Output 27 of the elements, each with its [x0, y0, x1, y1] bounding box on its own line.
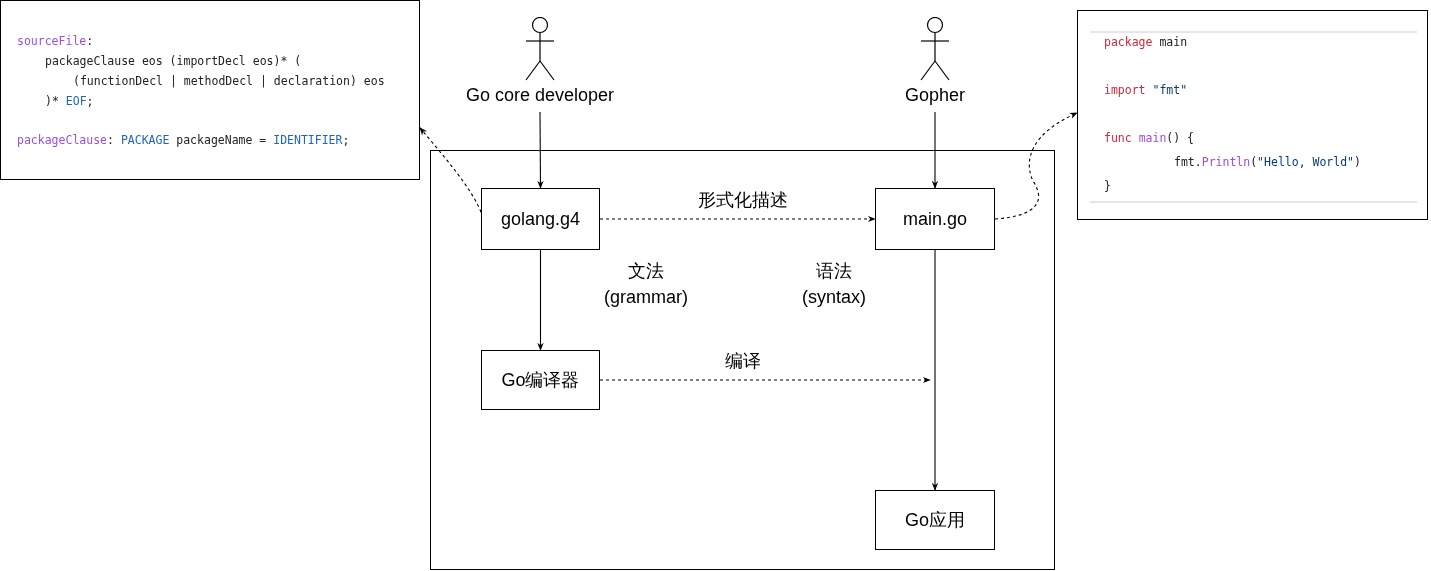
process-box: golang.g4: [481, 188, 600, 250]
code-line: }: [1104, 179, 1111, 193]
code-line: sourceFile:: [17, 34, 94, 48]
arrow: [599, 215, 876, 223]
arrow: [931, 249, 939, 491]
actor-label: Go core developer: [464, 85, 616, 106]
code-line: package main: [1104, 35, 1188, 49]
code-line: (functionDecl | methodDecl | declaration) eos: [73, 74, 385, 88]
code-line: packageClause: PACKAGE packageName = IDENTIFIER;: [17, 133, 350, 147]
code-line: func main() {: [1104, 131, 1195, 145]
process-box: Go应用: [875, 490, 995, 550]
process-box: main.go: [875, 188, 995, 250]
code-panel: [1077, 10, 1428, 220]
code-line: import "fmt": [1104, 83, 1188, 97]
arrow: [931, 111, 939, 189]
code-panel: [0, 0, 420, 180]
code-line: fmt.Println("Hello, World"): [1174, 155, 1361, 169]
frame-box: [430, 150, 1055, 570]
arrow: [537, 249, 544, 351]
arrow: [537, 111, 544, 189]
code-line: packageClause eos (importDecl eos)* (: [45, 54, 302, 68]
arrow: [599, 376, 931, 384]
arrow: [994, 112, 1078, 220]
actor-label: Gopher: [903, 85, 966, 106]
code-line: )* EOF;: [45, 94, 94, 108]
process-box: Go编译器: [481, 350, 600, 410]
arrow: [419, 127, 482, 213]
